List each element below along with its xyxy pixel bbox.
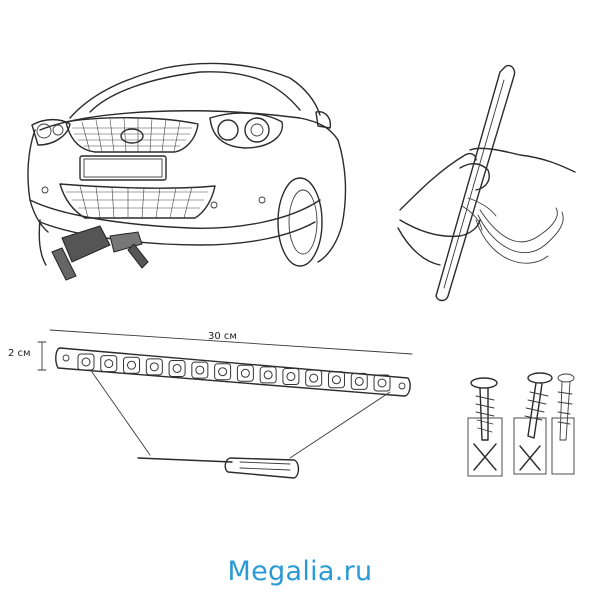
led-cell (305, 369, 323, 387)
led-cell (77, 353, 95, 371)
height-label: 2 см (8, 348, 31, 359)
removed-lamp-part (51, 225, 149, 281)
car-front-illustration (27, 62, 347, 281)
led-cell (350, 372, 368, 390)
screwdriver-icon (137, 457, 300, 479)
led-cell (191, 361, 209, 379)
led-cell (214, 363, 232, 381)
led-cell (100, 355, 118, 373)
upper-grille-mesh (72, 117, 192, 153)
led-strip-body (55, 347, 411, 397)
led-cell (373, 374, 391, 392)
led-cell (123, 356, 141, 374)
screws-illustration (467, 372, 575, 477)
led-cell (145, 358, 163, 376)
screw-icon (513, 372, 553, 475)
length-label: 30 см (208, 331, 237, 342)
led-row (77, 353, 391, 392)
led-cell (327, 371, 345, 389)
lower-grille-mesh (66, 185, 208, 219)
watermark: Megalia.ru (227, 556, 373, 587)
led-strip-dimension-drawing: 30 см 2 см (8, 329, 413, 459)
hand-holding-led-strip-illustration (397, 64, 576, 302)
length-dimension-line (49, 329, 413, 355)
screw-icon (551, 373, 575, 475)
led-cell (236, 364, 254, 382)
led-cell (259, 366, 277, 384)
screw-icon (467, 377, 503, 477)
led-cell (168, 359, 186, 377)
led-cell (282, 368, 300, 386)
